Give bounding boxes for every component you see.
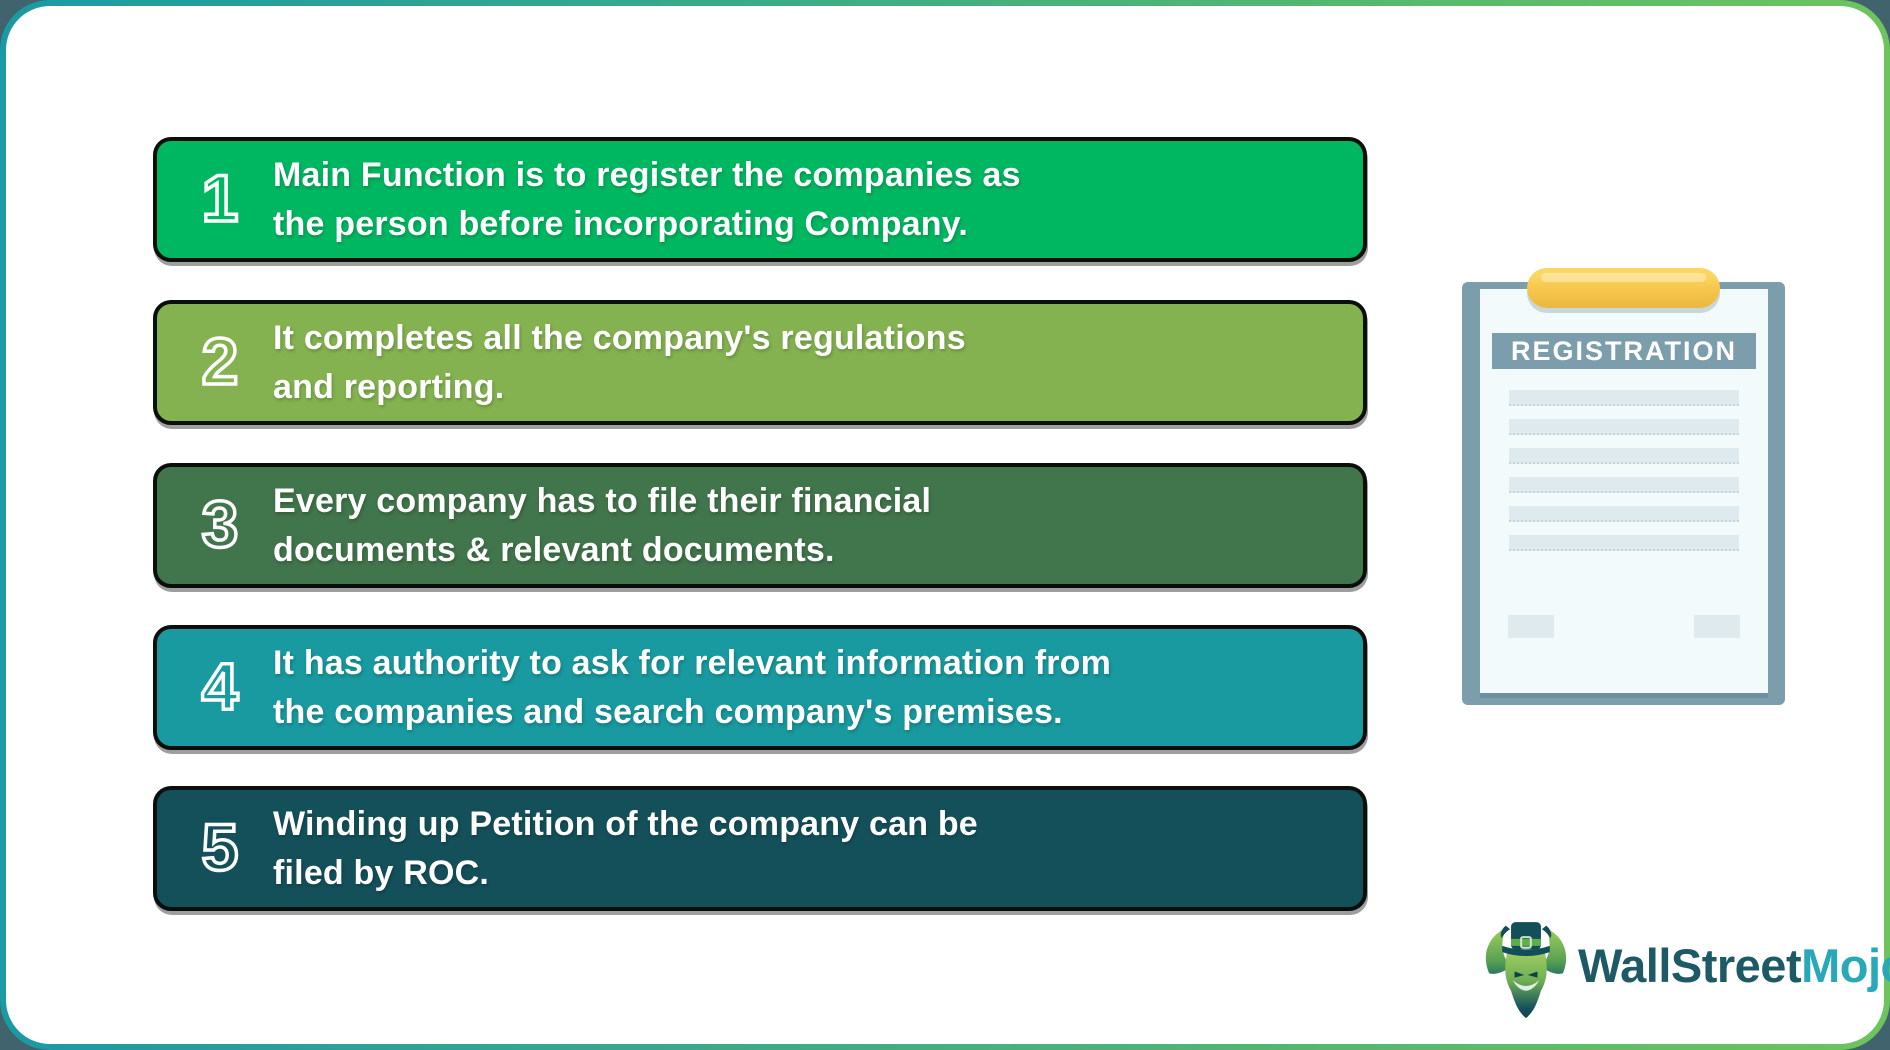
- wallstreetmojo-bull-icon: [1485, 922, 1567, 1019]
- item-number: 4: [200, 648, 240, 723]
- form-line: [1509, 506, 1739, 522]
- form-line: [1509, 535, 1739, 551]
- wordmark-wallstreet: WallStreet: [1578, 938, 1802, 992]
- function-item-1: 1 Main Function is to register the compa…: [153, 137, 1367, 262]
- wallstreetmojo-logo: WallStreetMojo: [1482, 920, 1890, 1022]
- item-number: 2: [200, 323, 240, 398]
- clipboard-paper: REGISTRATION: [1480, 289, 1768, 693]
- item-text: It has authority to ask for relevant inf…: [273, 644, 1112, 731]
- item-text: Winding up Petition of the company can b…: [273, 805, 978, 892]
- item-text: Main Function is to register the compani…: [273, 156, 1021, 243]
- form-line: [1509, 477, 1739, 493]
- function-item-4: 4 It has authority to ask for relevant i…: [153, 625, 1367, 750]
- form-line: [1509, 390, 1739, 406]
- item-text: Every company has to file their financia…: [273, 482, 932, 569]
- function-item-2: 2 It completes all the company's regulat…: [153, 300, 1367, 425]
- signature-row: [1508, 615, 1740, 638]
- function-item-5: 5 Winding up Petition of the company can…: [153, 786, 1367, 911]
- function-item-3: 3 Every company has to file their financ…: [153, 463, 1367, 588]
- signature-box-right: [1694, 615, 1740, 638]
- registration-title: REGISTRATION: [1511, 335, 1737, 366]
- signature-box-left: [1508, 615, 1554, 638]
- wallstreetmojo-wordmark: WallStreetMojo: [1578, 938, 1890, 993]
- registration-clipboard-illustration: REGISTRATION: [1462, 268, 1785, 705]
- wordmark-mojo: Mojo: [1801, 938, 1890, 992]
- clipboard-clip: [1527, 268, 1720, 308]
- item-number: 5: [200, 809, 240, 884]
- form-line: [1509, 448, 1739, 464]
- registration-banner: REGISTRATION: [1492, 333, 1756, 369]
- item-text: It completes all the company's regulatio…: [273, 319, 966, 406]
- form-line: [1509, 419, 1739, 435]
- item-number: 3: [200, 486, 240, 561]
- form-lines: [1509, 390, 1739, 564]
- item-number: 1: [200, 160, 240, 235]
